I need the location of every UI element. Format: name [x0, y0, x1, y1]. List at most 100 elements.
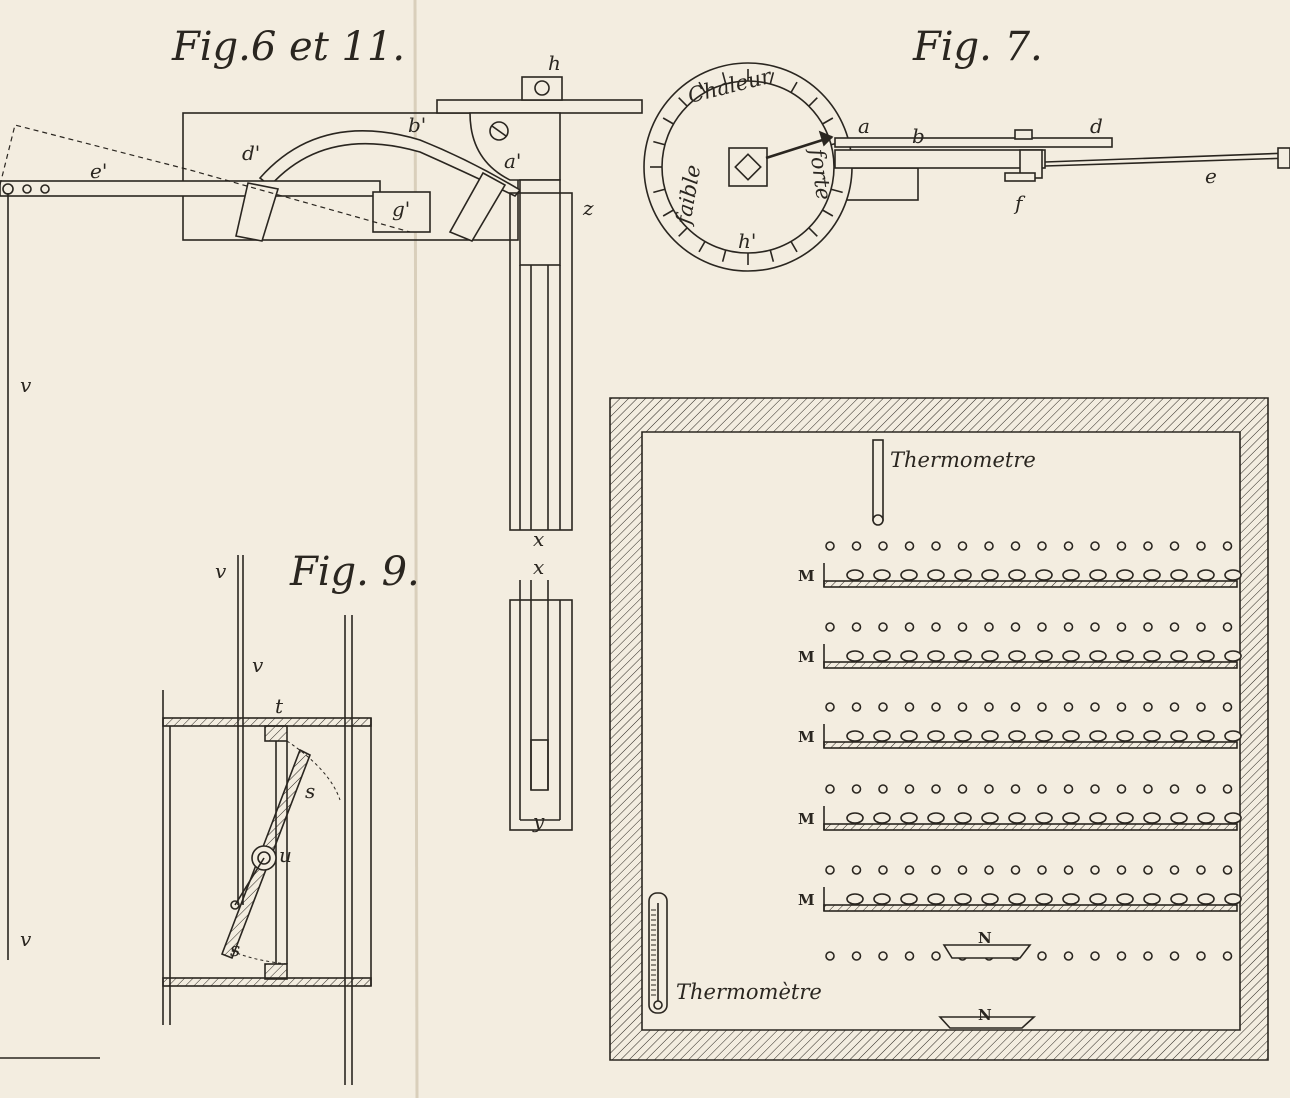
air-hole	[904, 541, 915, 551]
egg	[873, 812, 891, 824]
air-hole	[1143, 541, 1153, 551]
shelf-label: M	[798, 567, 815, 585]
egg	[1224, 812, 1242, 824]
air-hole	[1090, 702, 1100, 712]
air-hole	[1037, 951, 1047, 961]
air-hole	[931, 622, 941, 632]
thermometer-bottom-label: Thermomètre	[676, 980, 822, 1004]
dial-tick	[662, 209, 674, 217]
egg	[1008, 569, 1026, 581]
egg	[900, 893, 918, 905]
egg	[927, 650, 945, 662]
egg	[954, 650, 972, 662]
air-hole	[1222, 784, 1233, 794]
egg	[1170, 893, 1188, 905]
air-hole	[825, 541, 835, 551]
air-hole	[825, 865, 835, 875]
air-hole	[984, 865, 994, 875]
egg	[954, 569, 972, 581]
air-hole	[984, 541, 994, 551]
egg	[981, 730, 999, 742]
air-hole	[957, 865, 968, 875]
air-hole	[1037, 541, 1047, 551]
fig7-caption: Fig. 7.	[912, 24, 1043, 70]
air-hole	[825, 784, 835, 794]
air-hole	[878, 622, 888, 632]
egg	[1008, 730, 1026, 742]
shelf	[823, 904, 1238, 912]
air-hole	[1090, 784, 1100, 794]
egg	[1170, 569, 1188, 581]
air-hole	[931, 541, 941, 551]
egg	[927, 569, 945, 581]
shelf-label: M	[798, 810, 815, 828]
dial-tick	[790, 81, 798, 93]
air-hole	[1222, 951, 1233, 961]
thermometer-top-label: Thermometre	[890, 448, 1036, 472]
air-hole	[1196, 622, 1206, 632]
dial-tick	[698, 81, 706, 93]
fig6-letter-g-prime: g'	[392, 197, 410, 221]
egg	[900, 569, 918, 581]
egg	[846, 650, 864, 662]
egg	[954, 730, 972, 742]
air-hole	[984, 784, 994, 794]
air-hole	[878, 784, 888, 794]
pan-label-2: N	[978, 1006, 992, 1024]
fig9-letter-u: u	[279, 843, 292, 867]
egg	[1089, 650, 1107, 662]
egg	[954, 893, 972, 905]
air-hole	[1196, 865, 1206, 875]
dial-tick	[790, 241, 798, 253]
dial-tick	[808, 97, 818, 107]
egg	[846, 812, 864, 824]
air-hole	[1063, 865, 1074, 875]
air-hole	[931, 702, 941, 712]
air-hole	[904, 951, 915, 961]
air-hole	[1116, 622, 1127, 632]
egg	[1143, 812, 1161, 824]
air-hole	[1010, 784, 1021, 794]
shelf-label: M	[798, 728, 815, 746]
egg	[1197, 812, 1215, 824]
air-hole	[1063, 784, 1074, 794]
air-hole	[904, 702, 915, 712]
air-hole	[1143, 784, 1153, 794]
air-hole	[1196, 541, 1206, 551]
egg	[1089, 569, 1107, 581]
air-hole	[851, 865, 862, 875]
air-hole	[931, 951, 941, 961]
air-hole	[904, 865, 915, 875]
air-hole	[931, 865, 941, 875]
air-hole	[904, 784, 915, 794]
air-hole	[1116, 541, 1127, 551]
egg	[873, 893, 891, 905]
air-hole	[931, 784, 941, 794]
egg	[1143, 893, 1161, 905]
pan-label-1: N	[978, 929, 992, 947]
thermometer-ticks	[651, 909, 656, 996]
paper-fold	[413, 0, 419, 1098]
air-hole	[851, 951, 862, 961]
egg	[873, 569, 891, 581]
fig-9: Fig. 9. v v t s u s	[162, 549, 420, 1085]
air-hole	[1116, 784, 1127, 794]
egg	[981, 812, 999, 824]
egg	[846, 893, 864, 905]
fig9-letter-s-top: s	[305, 779, 315, 803]
air-hole	[1222, 702, 1233, 712]
egg	[1197, 893, 1215, 905]
fig9-letter-t: t	[275, 694, 284, 718]
air-hole	[1196, 784, 1206, 794]
egg	[1224, 650, 1242, 662]
egg	[1008, 650, 1026, 662]
fig6-letter-y: y	[532, 809, 545, 833]
air-hole	[1169, 702, 1180, 712]
air-hole	[1090, 865, 1100, 875]
dial-tick	[808, 227, 818, 237]
air-hole	[1169, 622, 1180, 632]
egg	[1062, 650, 1080, 662]
air-hole	[1169, 951, 1180, 961]
